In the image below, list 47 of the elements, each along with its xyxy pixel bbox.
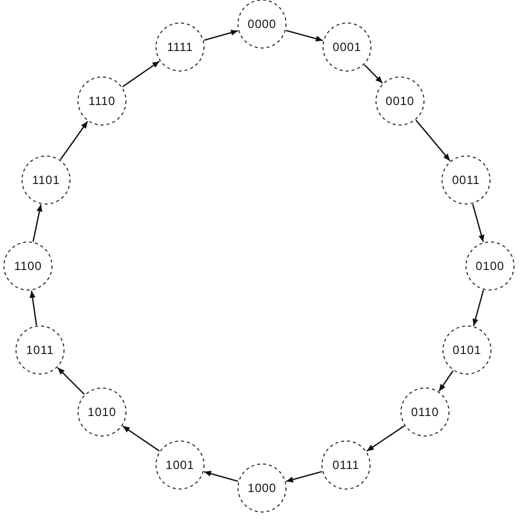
state-label: 0110 bbox=[411, 405, 439, 419]
state-label: 1111 bbox=[166, 40, 194, 54]
arrow bbox=[286, 30, 324, 42]
state-label: 0001 bbox=[332, 40, 362, 54]
arrow bbox=[364, 64, 383, 84]
arrow bbox=[32, 204, 42, 242]
state-circle bbox=[375, 76, 425, 126]
state-circle bbox=[441, 155, 491, 205]
state-label: 0011 bbox=[452, 173, 480, 187]
state-circle bbox=[465, 241, 515, 291]
state-label: 0101 bbox=[452, 343, 482, 357]
arrow bbox=[57, 367, 85, 395]
arrow bbox=[438, 370, 454, 392]
arrow bbox=[30, 290, 38, 326]
arrow bbox=[472, 204, 484, 242]
state-circle bbox=[400, 387, 450, 437]
state-circle bbox=[77, 387, 127, 437]
state-label: 0111 bbox=[332, 458, 360, 472]
state-label: 1110 bbox=[88, 94, 116, 108]
arrow bbox=[122, 426, 160, 452]
state-circle bbox=[322, 22, 372, 72]
state-label: 0000 bbox=[248, 17, 276, 31]
state-label: 1001 bbox=[166, 458, 194, 472]
state-circle bbox=[15, 325, 65, 375]
state-label: 1010 bbox=[88, 405, 116, 419]
arrow bbox=[416, 120, 450, 162]
arrow bbox=[286, 470, 322, 482]
state-circle bbox=[321, 440, 371, 490]
arrow bbox=[472, 290, 484, 326]
arrow bbox=[60, 121, 88, 160]
state-label: 0010 bbox=[386, 94, 414, 108]
state-circle bbox=[77, 76, 127, 126]
state-circle bbox=[21, 155, 71, 205]
state-label: 1000 bbox=[248, 481, 276, 495]
state-label: 1101 bbox=[32, 173, 60, 187]
state-label: 1011 bbox=[26, 343, 54, 357]
state-label: 1100 bbox=[14, 259, 42, 273]
arrow bbox=[204, 470, 238, 482]
arrow bbox=[204, 30, 238, 41]
state-label: 0100 bbox=[476, 259, 504, 273]
arrow bbox=[366, 425, 405, 452]
state-circle bbox=[155, 22, 205, 72]
arrow bbox=[122, 60, 160, 88]
state-circle bbox=[442, 325, 492, 375]
state-circle bbox=[3, 241, 53, 291]
state-circle bbox=[155, 440, 205, 490]
state-circle bbox=[237, 463, 287, 513]
